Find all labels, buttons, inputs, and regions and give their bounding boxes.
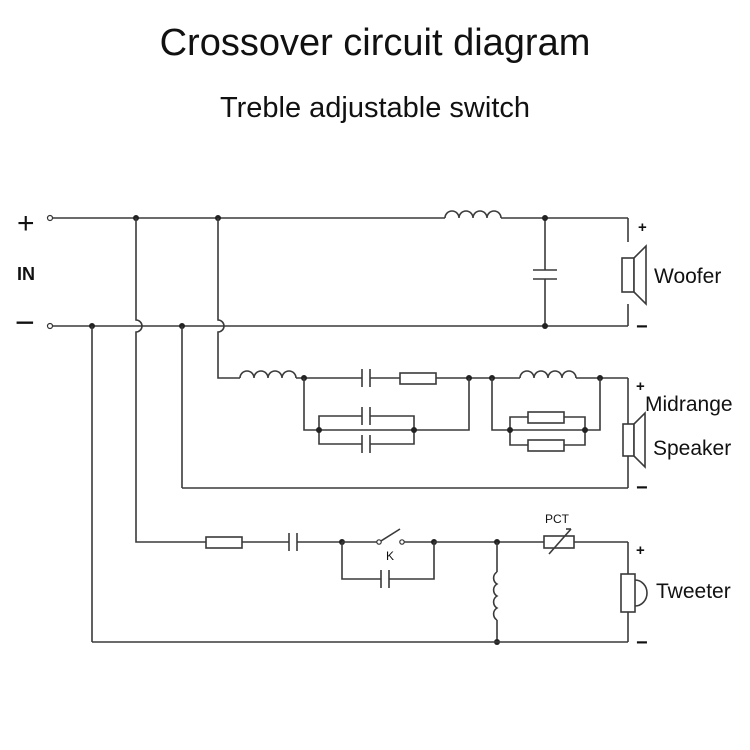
midrange-speaker-icon — [622, 423, 635, 457]
midrange-feed-wire — [217, 218, 240, 379]
woofer-speaker-icon — [621, 257, 635, 293]
treble-switch — [380, 528, 401, 542]
woofer-label: Woofer — [654, 265, 721, 288]
tweeter-label: Tweeter — [656, 580, 731, 603]
woofer-inductor — [444, 210, 502, 219]
midrange-plus-sign: + — [636, 378, 645, 395]
tweeter-series-resistor — [205, 536, 243, 549]
input-minus-terminal — [46, 322, 54, 330]
tweeter-plus-sign: + — [636, 542, 645, 559]
midrange-bank-resistor-1 — [527, 411, 565, 424]
tweeter-minus-sign: − — [636, 632, 648, 654]
input-plus-sign: + — [17, 207, 35, 240]
tweeter-shunt-inductor — [492, 571, 499, 621]
midrange-label-line1: Midrange — [645, 393, 733, 416]
tweeter-section: K PCT + − Tweeter — [91, 218, 731, 654]
switch-label: K — [386, 549, 394, 563]
input-plus-terminal — [46, 214, 54, 222]
midrange-minus-sign: − — [636, 477, 648, 499]
page-subtitle: Treble adjustable switch — [219, 92, 531, 124]
input-label: IN — [17, 264, 35, 284]
woofer-plus-sign: + — [638, 219, 647, 236]
pct-label: PCT — [545, 512, 570, 526]
woofer-minus-sign: − — [636, 316, 648, 338]
tweeter-feed-wire — [135, 218, 206, 543]
midrange-section: + − Midrange Speaker — [181, 218, 733, 499]
woofer-section: + − Woofer — [53, 210, 721, 338]
midrange-inductor-2 — [519, 370, 577, 379]
midrange-label-line2: Speaker — [653, 437, 731, 460]
input-minus-sign: − — [15, 304, 35, 342]
midrange-series-resistor — [399, 372, 437, 385]
page-title: Crossover circuit diagram — [159, 22, 591, 64]
midrange-bank-resistor-2 — [527, 439, 565, 452]
tweeter-speaker-icon — [620, 573, 636, 613]
midrange-inductor-1 — [239, 370, 297, 379]
